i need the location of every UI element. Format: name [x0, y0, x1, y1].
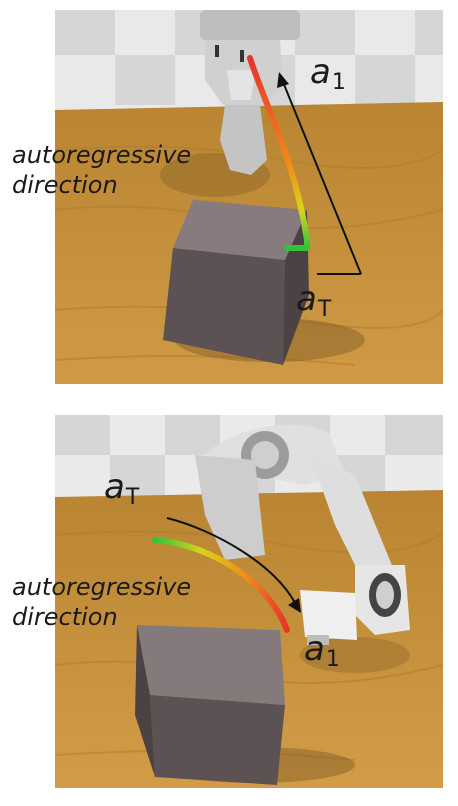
top-scene-panel — [55, 10, 443, 384]
top-label-a1-subscript: 1 — [331, 70, 346, 95]
bottom-caption-line1: autoregressive — [12, 573, 192, 601]
top-label-aT-subscript: T — [317, 297, 332, 322]
top-scene-image — [55, 10, 443, 384]
bottom-scene-image — [55, 415, 443, 788]
top-caption-line2: direction — [12, 171, 118, 199]
trajectory-curve — [152, 537, 290, 633]
direction-arrow — [277, 72, 362, 275]
top-label-aT: aT — [296, 282, 331, 321]
top-label-a1-symbol: a — [310, 52, 331, 92]
bottom-label-a1-subscript: 1 — [325, 647, 340, 672]
bottom-label-aT-subscript: T — [125, 485, 140, 510]
top-caption-line1: autoregressive — [12, 141, 192, 169]
bottom-label-a1: a1 — [304, 632, 340, 671]
trajectory-curve — [247, 55, 310, 251]
bottom-caption-line2: direction — [12, 603, 118, 631]
top-label-a1: a1 — [310, 55, 346, 94]
box — [135, 625, 285, 785]
box — [163, 200, 309, 365]
direction-arrow — [166, 517, 301, 613]
robot-arm — [195, 424, 410, 645]
top-caption: autoregressive direction — [12, 140, 191, 200]
bottom-scene-panel — [55, 415, 443, 788]
bottom-label-aT: aT — [104, 470, 139, 509]
bottom-label-a1-symbol: a — [304, 629, 325, 669]
top-label-aT-symbol: a — [296, 279, 317, 319]
bottom-label-aT-symbol: a — [104, 467, 125, 507]
bottom-caption: autoregressive direction — [12, 572, 191, 632]
